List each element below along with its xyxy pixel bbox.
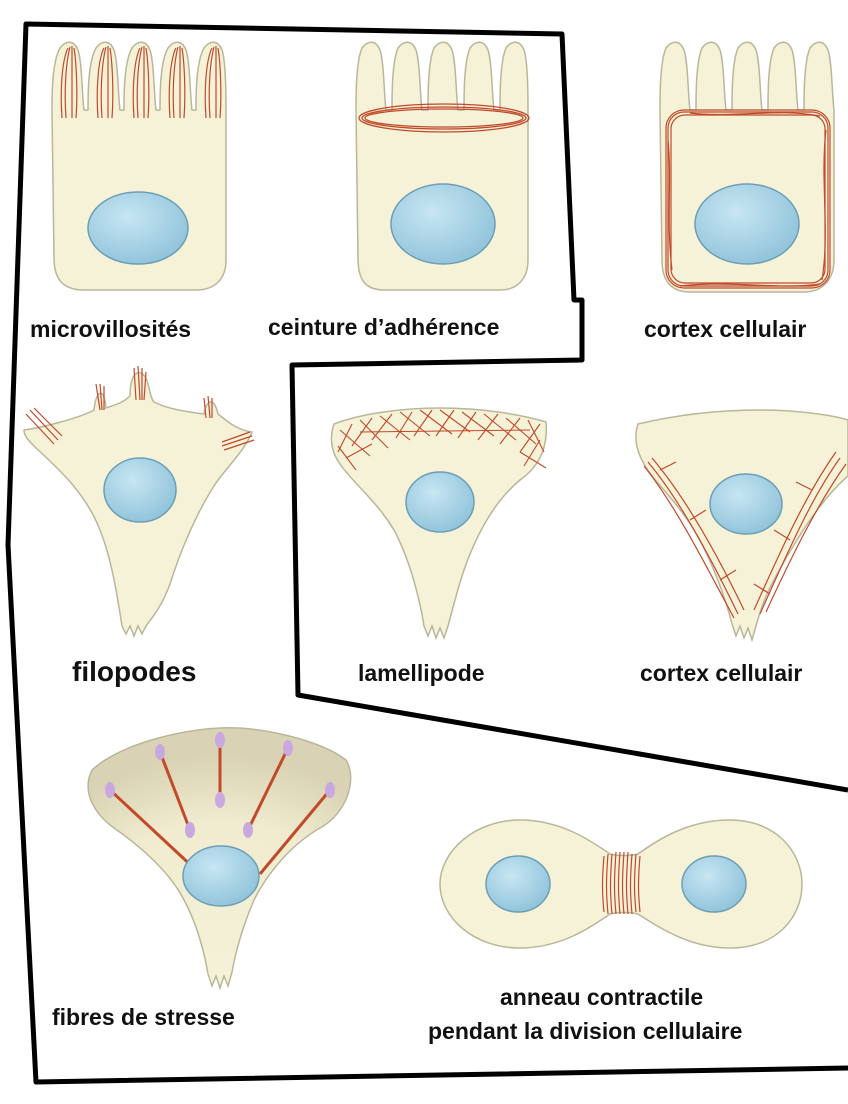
label-adhesion-belt: ceinture d’adhérence (268, 314, 499, 341)
cell-filopodia (24, 366, 254, 636)
label-filopodia: filopodes (72, 656, 196, 688)
cell-cortex-mid (636, 410, 848, 640)
nucleus (391, 184, 495, 264)
cell-lamellipodium (332, 408, 547, 638)
label-lamellipodium: lamellipode (358, 660, 485, 687)
label-cortex-mid: cortex cellulair (640, 660, 802, 687)
cell-adhesion-belt (356, 42, 529, 290)
nucleus (406, 472, 474, 532)
nucleus (104, 458, 176, 522)
cell-stress-fibers (88, 728, 351, 988)
cell-cortex-top (660, 42, 834, 292)
nucleus (88, 192, 188, 264)
label-contractile-ring-line2: pendant la division cellulaire (428, 1018, 742, 1045)
nucleus-right (682, 856, 746, 912)
label-cortex-top: cortex cellulair (644, 316, 806, 343)
nucleus (695, 184, 799, 264)
nucleus (710, 474, 782, 534)
label-contractile-ring-line1: anneau contractile (500, 984, 703, 1011)
label-stress-fibers: fibres de stresse (52, 1004, 235, 1031)
nucleus-left (486, 856, 550, 912)
nucleus (183, 846, 259, 906)
label-microvilli: microvillosités (30, 316, 191, 343)
cell-contractile-ring (440, 820, 802, 948)
cell-microvilli (52, 42, 226, 290)
